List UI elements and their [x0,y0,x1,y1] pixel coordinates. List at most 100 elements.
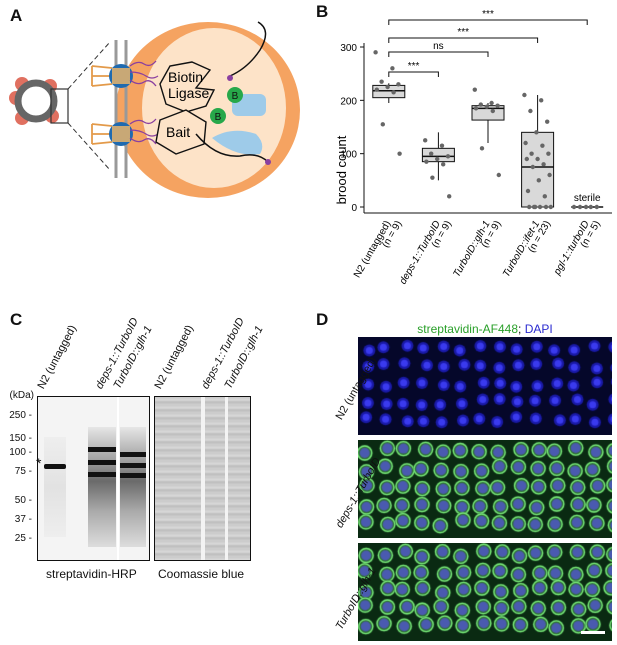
significance-label: ns [433,41,444,52]
data-point [524,156,529,162]
data-point [542,194,547,199]
data-point [522,92,527,98]
biotin-ligase-shape [159,61,216,113]
mw-marker: 25 - [14,533,32,544]
mw-marker: 100 - [9,447,32,458]
svg-text:B: B [232,91,239,102]
data-point [577,204,583,210]
significance-label: *** [457,27,469,38]
x-category-label: N2 (untagged) [352,219,393,280]
data-point [523,140,528,146]
bait-shape [155,109,207,155]
western-blot [37,396,150,561]
data-point [445,154,451,159]
sterile-label: sterile [574,193,601,204]
lane-label: N2 (untagged) [152,323,197,391]
scale-bar [581,631,605,634]
data-point [495,103,500,108]
lane-label: N2 (untagged) [35,323,80,391]
data-point [525,188,531,194]
data-point [374,87,379,92]
significance-bracket [388,71,439,77]
mw-marker: 250 - [9,410,32,421]
data-point [496,172,501,178]
title-streptavidin: streptavidin-AF448 [417,322,518,336]
data-point [545,119,550,124]
data-point [533,204,538,210]
data-point [540,143,545,148]
mw-marker: 50 - [14,495,32,506]
data-point [536,178,541,183]
panel-letter-c: C [10,310,23,329]
data-point [546,151,551,156]
biotin-marker-2: B [210,108,226,124]
y-tick-label: 0 [351,203,357,214]
ligase-label: Ligase [168,85,209,101]
y-tick-label: 100 [340,150,357,161]
data-point [537,204,543,210]
data-point [543,204,549,210]
data-point [541,162,546,167]
data-point [583,204,589,210]
micrograph-glh-1 [358,543,612,641]
data-point [490,108,495,114]
data-point [527,204,532,210]
data-point [429,151,434,156]
caption-streptavidin-hrp: streptavidin-HRP [46,567,137,581]
data-point [373,50,378,55]
data-point [441,162,446,167]
data-point [588,204,593,210]
y-tick-label: 200 [340,96,357,107]
data-point [379,79,384,84]
data-point [391,90,396,95]
micrograph-deps-1 [358,440,612,538]
biotin-marker-1: B [227,87,243,103]
data-point [534,130,539,135]
data-point [396,82,401,87]
granule-icon [9,77,59,125]
data-point [535,156,540,162]
tether-bottom [91,123,113,145]
data-point [529,151,534,156]
panel-letter-b: B [316,2,329,21]
microscopy-title: streptavidin-AF448; DAPI [358,322,612,336]
data-point [435,156,440,162]
data-point [472,87,477,92]
nuclear-pore-top [109,64,133,88]
asterisk-marker: * [36,455,42,471]
data-point [547,172,552,178]
data-point [423,138,428,143]
data-point [385,84,390,90]
data-point [539,98,544,103]
box [521,131,555,208]
data-point [548,204,553,210]
data-point [397,151,402,156]
significance-bracket [388,37,539,43]
x-category-label: deps-1::TurboID [398,219,443,286]
significance-label: *** [482,9,494,20]
panel-letter-d: D [316,310,329,329]
data-point [390,66,395,71]
caption-coomassie: Coomassie blue [158,567,245,581]
data-point [479,146,485,151]
nuclear-pore-bottom [109,122,133,146]
panel-letter-a: A [10,6,23,25]
data-point [447,194,452,199]
data-point [484,104,489,109]
title-dapi: DAPI [524,322,553,336]
mw-marker: 37 - [14,514,32,525]
data-point [380,122,385,127]
data-point [439,143,445,148]
data-point [424,159,429,164]
data-point [571,204,577,210]
data-point [530,164,535,170]
tether-top [91,65,113,87]
significance-bracket [388,51,489,57]
data-point [594,204,599,210]
significance-label: *** [408,61,420,72]
mw-marker: 150 - [9,433,32,444]
zoom-box [50,88,69,124]
kda-label: (kDa) [9,390,34,401]
biotin-label: Biotin [168,69,203,85]
